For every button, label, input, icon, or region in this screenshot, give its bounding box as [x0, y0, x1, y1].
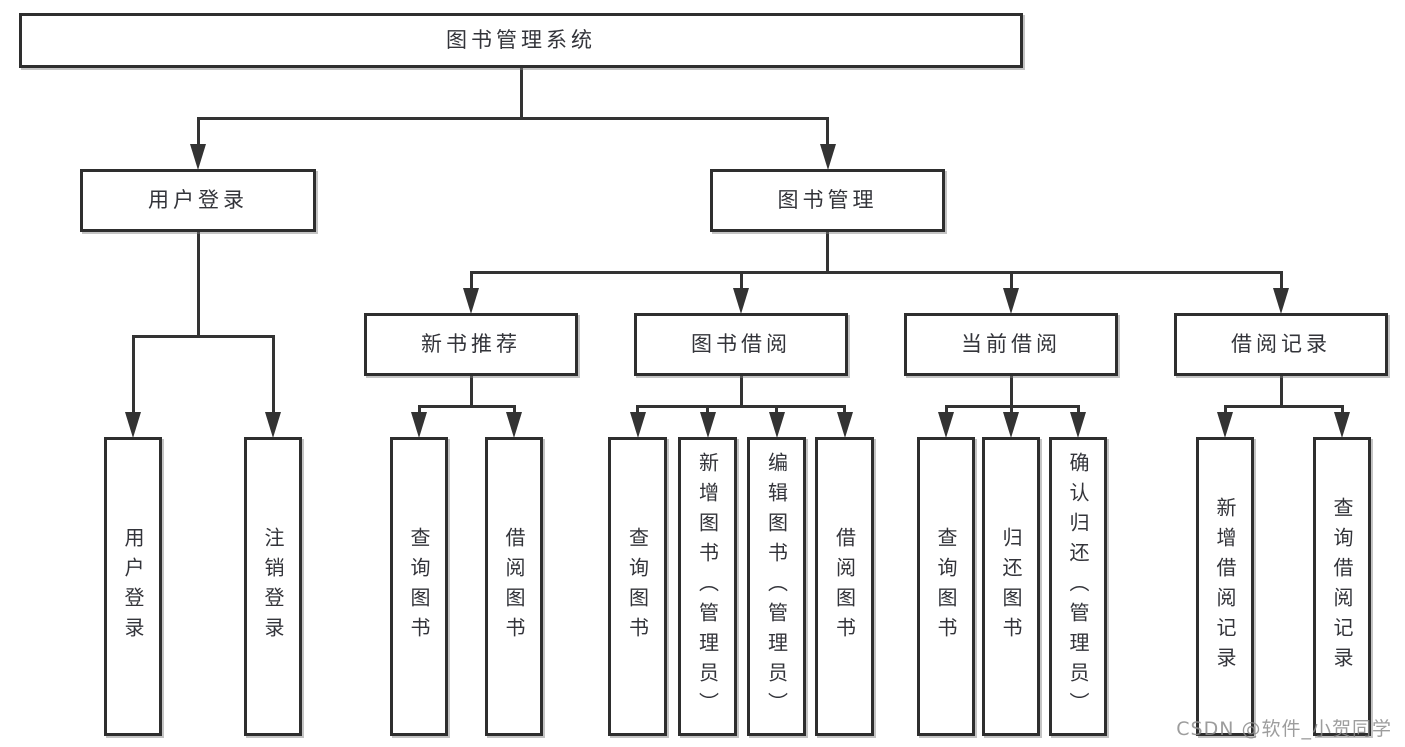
- connector-stub: [196, 232, 200, 338]
- node-leaf-borrow-books-2: 借阅图书: [815, 437, 874, 736]
- node-label: 查询图书: [407, 526, 431, 647]
- arrow-down: [1334, 412, 1350, 438]
- connector-shaft: [826, 118, 829, 149]
- arrow-down: [1003, 288, 1019, 314]
- node-label: 用户登录: [121, 526, 145, 647]
- connector-shaft: [1223, 406, 1227, 417]
- connector-shaft: [739, 272, 743, 293]
- arrow-down: [1003, 412, 1019, 438]
- node-borrow-records: 借阅记录: [1174, 313, 1388, 376]
- arrow-down: [1217, 412, 1233, 438]
- connector-shaft: [1076, 406, 1080, 417]
- node-leaf-query-books-2: 查询图书: [608, 437, 667, 736]
- node-book-borrow: 图书借阅: [634, 313, 848, 376]
- connector-arm: [131, 334, 275, 338]
- connector-stub: [469, 376, 473, 408]
- arrow-down: [629, 412, 646, 438]
- node-leaf-query-books-3: 查询图书: [917, 437, 975, 736]
- connector-shaft: [131, 336, 135, 417]
- connector-arm: [1223, 404, 1344, 408]
- connector-arm: [417, 404, 516, 408]
- node-label: 当前借阅: [961, 332, 1061, 356]
- node-label: 确认归还（管理员）: [1066, 451, 1090, 722]
- node-root: 图书管理系统: [19, 13, 1023, 68]
- node-current-borrow: 当前借阅: [904, 313, 1118, 376]
- arrow-down: [125, 412, 141, 438]
- arrow-down: [463, 288, 479, 314]
- node-label: 查询图书: [625, 526, 650, 647]
- connector-arm: [469, 270, 1283, 274]
- node-label: 新书推荐: [421, 332, 521, 356]
- connector-shaft: [843, 406, 846, 417]
- arrow-down: [506, 412, 522, 438]
- arrow-down: [768, 412, 785, 438]
- node-book-mgmt: 图书管理: [710, 169, 945, 232]
- node-leaf-edit-books: 编辑图书（管理员）: [747, 437, 806, 736]
- node-label: 查询图书: [934, 526, 958, 647]
- node-label: 归还图书: [999, 526, 1023, 647]
- node-leaf-borrow-books-1: 借阅图书: [485, 437, 543, 736]
- node-label: 查询借阅记录: [1330, 496, 1354, 677]
- node-label: 编辑图书（管理员）: [764, 451, 789, 722]
- connector-shaft: [636, 406, 639, 417]
- connector-shaft: [944, 406, 948, 417]
- connector-shaft: [775, 406, 778, 417]
- arrow-down: [411, 412, 427, 438]
- arrow-down: [836, 412, 853, 438]
- node-label: 用户登录: [148, 188, 248, 212]
- arrow-down: [1273, 288, 1289, 314]
- node-label: 新增借阅记录: [1213, 496, 1237, 677]
- node-leaf-query-borrow-record: 查询借阅记录: [1313, 437, 1371, 736]
- connector-arm: [636, 404, 846, 408]
- connector-stub: [1279, 376, 1283, 408]
- node-label: 注销登录: [261, 526, 285, 647]
- node-user-login: 用户登录: [80, 169, 316, 232]
- arrow-down: [938, 412, 954, 438]
- node-leaf-confirm-return: 确认归还（管理员）: [1049, 437, 1107, 736]
- connector-shaft: [417, 406, 421, 417]
- connector-stub: [739, 376, 743, 408]
- connector-shaft: [469, 272, 473, 293]
- arrow-down: [819, 144, 836, 170]
- node-new-book-rec: 新书推荐: [364, 313, 578, 376]
- arrow-down: [265, 412, 281, 438]
- connector-shaft: [1009, 406, 1013, 417]
- node-leaf-add-borrow-record: 新增借阅记录: [1196, 437, 1254, 736]
- connector-stub: [826, 232, 829, 274]
- node-label: 图书借阅: [691, 332, 791, 356]
- connector-shaft: [1009, 272, 1013, 293]
- node-leaf-logout: 注销登录: [244, 437, 302, 736]
- connector-shaft: [196, 118, 200, 149]
- connector-shaft: [1279, 272, 1283, 293]
- arrow-down: [699, 412, 716, 438]
- node-leaf-add-books: 新增图书（管理员）: [678, 437, 737, 736]
- node-label: 借阅图书: [502, 526, 526, 647]
- node-label: 借阅记录: [1231, 332, 1331, 356]
- watermark: CSDN @软件_小贺同学: [1176, 718, 1392, 740]
- connector-stub: [519, 68, 523, 120]
- connector-arm: [196, 116, 829, 120]
- connector-shaft: [1340, 406, 1344, 417]
- arrow-down: [190, 144, 206, 170]
- node-leaf-query-books-1: 查询图书: [390, 437, 448, 736]
- connector-shaft: [512, 406, 516, 417]
- node-label: 借阅图书: [832, 526, 857, 647]
- connector-shaft: [271, 336, 275, 417]
- node-label: 图书管理系统: [446, 28, 596, 52]
- connector-shaft: [706, 406, 709, 417]
- arrow-down: [733, 288, 749, 314]
- node-leaf-return-books: 归还图书: [982, 437, 1040, 736]
- node-leaf-user-login: 用户登录: [104, 437, 162, 736]
- node-label: 新增图书（管理员）: [695, 451, 720, 722]
- connector-stub: [1009, 376, 1013, 408]
- arrow-down: [1070, 412, 1086, 438]
- node-label: 图书管理: [777, 188, 878, 212]
